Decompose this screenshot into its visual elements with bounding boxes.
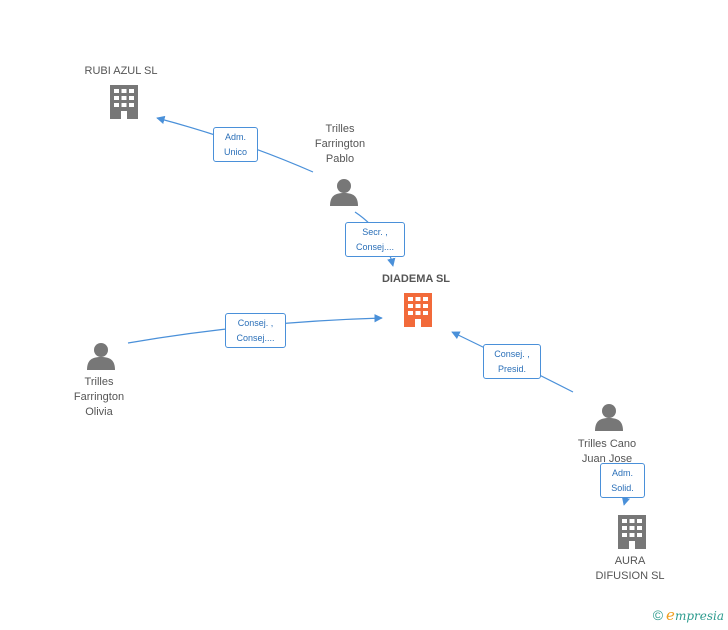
edge-label-consej-consej[interactable]: Consej. , Consej.... [225,313,286,348]
edge-label-secr-consej[interactable]: Secr. , Consej.... [345,222,405,257]
building-icon[interactable] [404,293,432,327]
node-label-diadema[interactable]: DIADEMA SL [381,273,451,285]
edge-label-adm-solid[interactable]: Adm. Solid. [600,463,645,498]
node-label-rubi-azul[interactable]: RUBI AZUL SL [84,65,158,77]
node-label-trilles-farrington-pablo[interactable]: Trilles Farrington Pablo [314,123,366,165]
building-icon[interactable] [618,515,646,549]
empresia-logo[interactable]: ©empresia [653,606,724,624]
edge-label-consej-presid[interactable]: Consej. , Presid. [483,344,541,379]
edge-label-line: Solid. [611,483,634,493]
person-icon[interactable] [330,179,358,206]
brand-e: e [666,606,675,624]
building-icon[interactable] [110,85,138,119]
edge-label-line: Presid. [497,364,526,374]
edge-label-line: Consej.... [355,242,395,252]
edge-label-line: Secr. , [362,227,388,237]
edge-label-adm-unico[interactable]: Adm. Unico [213,127,258,162]
node-label-trilles-farrington-olivia[interactable]: Trilles Farrington Olivia [73,376,125,418]
copyright-icon: © [652,607,664,623]
node-label-aura-difusion[interactable]: AURA DIFUSION SL [595,555,665,582]
edge-label-line: Consej. , [237,318,274,328]
person-icon[interactable] [595,404,623,431]
edge-label-line: Unico [223,147,247,157]
person-icon[interactable] [87,343,115,370]
edge-label-line: Adm. [611,468,633,478]
brand-name: mpresia [674,609,724,623]
node-label-trilles-cano-juan-jose[interactable]: Trilles Cano Juan Jose [577,438,637,465]
edge-label-line: Consej. , [494,349,530,359]
edge-label-line: Adm. [224,132,246,142]
edge-label-line: Consej.... [236,333,275,343]
